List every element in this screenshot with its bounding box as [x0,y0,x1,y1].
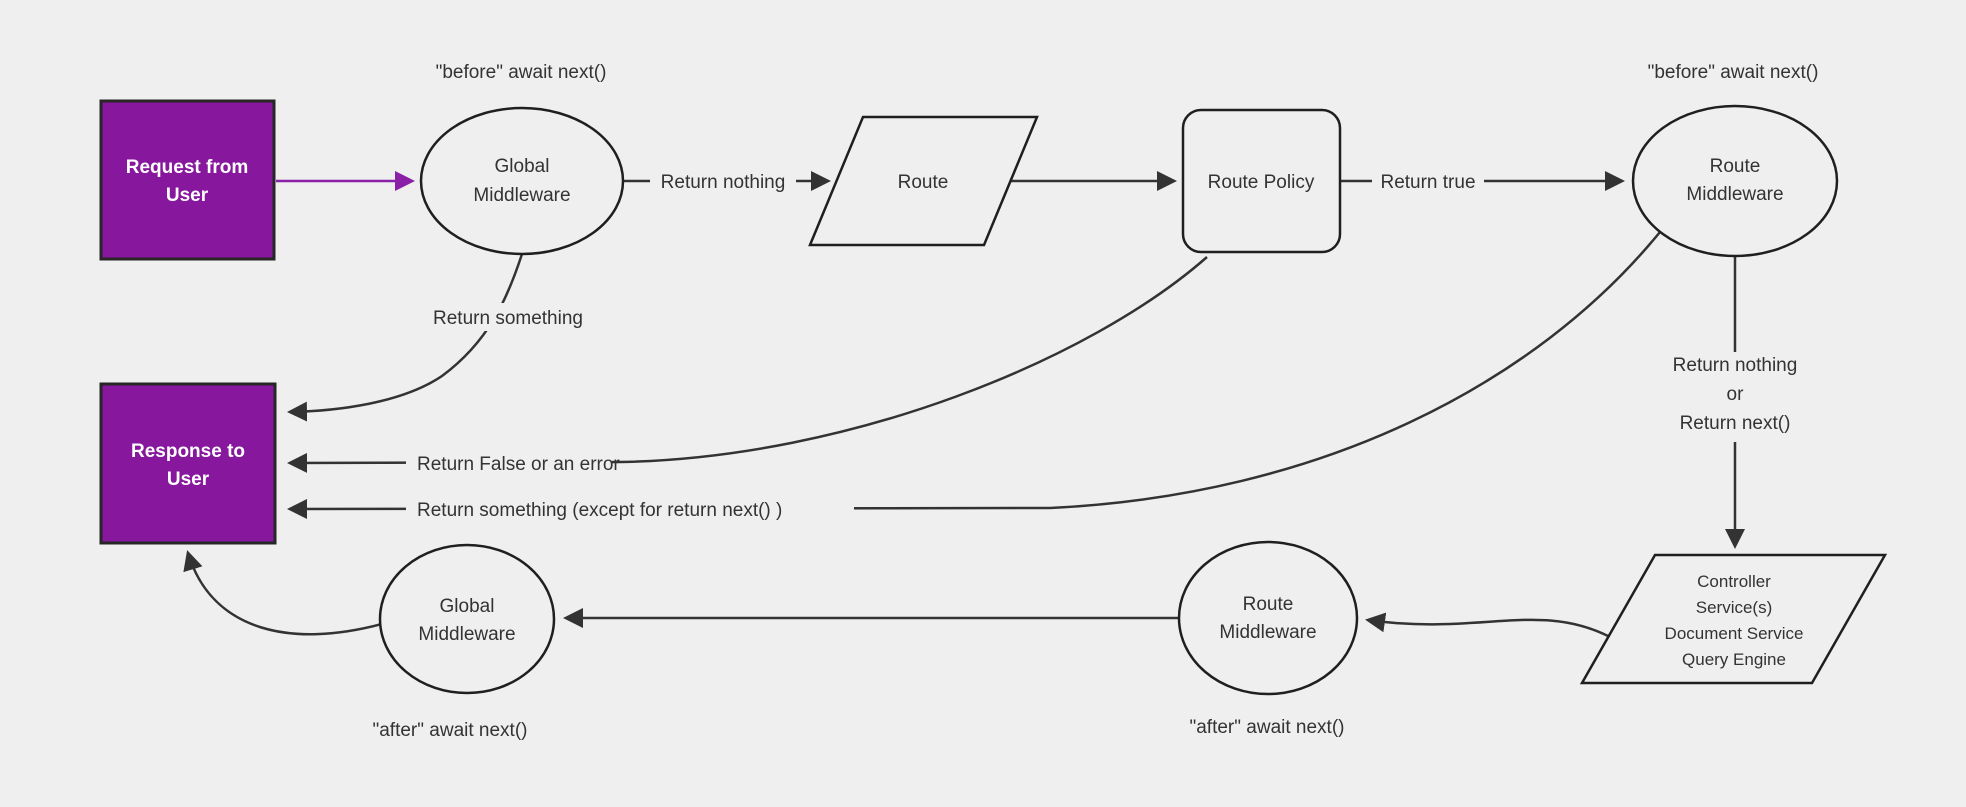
after-await-left-label: "after" await next() [373,720,528,741]
node-route-middleware-bottom: Route Middleware [1177,540,1359,696]
request-label-line2: User [166,185,209,206]
route-label: Route [898,172,949,193]
global-middleware-top-line2: Middleware [473,185,570,206]
return-nothing-label: Return nothing [661,172,786,193]
controller-parallelogram [1579,553,1888,685]
edge-label-return-nothing-or-next: Return nothing or Return next() [1656,352,1814,442]
edge-label-return-something: Return something [426,303,590,331]
label-bg [650,167,796,195]
return-nothing-or-line2: or [1727,384,1745,405]
route-policy-label: Route Policy [1208,172,1315,193]
return-something-except-label: Return something (except for return next… [417,500,782,521]
controller-line2: Service(s) [1696,598,1773,617]
edge-route-middleware-return-something-except [287,231,1661,519]
edge-label-return-true: Return true [1372,167,1484,195]
node-controller-services: Controller Service(s) Document Service Q… [1579,553,1888,685]
label-bg [406,496,854,523]
response-label-line1: Response to [131,441,245,462]
route-middleware-bottom-ellipse [1177,540,1359,696]
edge-global-middleware-return-something [287,253,524,422]
route-middleware-top-ellipse [1631,104,1839,258]
label-bg [426,303,590,331]
route-middleware-top-line2: Middleware [1686,184,1783,205]
return-true-label: Return true [1380,172,1475,193]
controller-line4: Query Engine [1682,650,1786,669]
route-parallelogram [808,115,1039,247]
global-middleware-bottom-line1: Global [440,596,495,617]
node-global-middleware-bottom: Global Middleware [378,543,556,695]
node-route-middleware-top: Route Middleware [1631,104,1839,258]
node-global-middleware-top: Global Middleware [419,106,625,256]
route-middleware-bottom-line1: Route [1243,594,1294,615]
edge-label-return-false: Return False or an error [406,450,620,477]
label-bg [406,450,612,477]
route-middleware-top-line1: Route [1710,156,1761,177]
global-middleware-bottom-line2: Middleware [418,624,515,645]
node-route: Route [808,115,1039,247]
response-label-line2: User [167,469,210,490]
return-something-label: Return something [433,308,583,329]
controller-line1: Controller [1697,572,1771,591]
label-bg [1372,167,1484,195]
edge-global-middleware-bottom-to-response [183,550,383,636]
edge-route-policy-return-false [287,256,1208,473]
global-middleware-top-line1: Global [495,156,550,177]
edge-controller-to-route-middleware-bottom [1365,612,1613,640]
request-box [99,99,276,261]
route-policy-box [1181,108,1342,254]
edge-label-return-nothing: Return nothing [650,167,796,195]
node-request-from-user: Request from User [99,99,276,261]
return-nothing-or-line1: Return nothing [1673,355,1798,376]
controller-line3: Document Service [1665,624,1804,643]
edge-label-return-something-except: Return something (except for return next… [406,496,854,523]
return-false-label: Return False or an error [417,454,620,475]
after-await-right-label: "after" await next() [1190,717,1345,738]
route-middleware-bottom-line2: Middleware [1219,622,1316,643]
label-bg [1656,352,1814,442]
response-box [99,382,277,545]
before-await-left-label: "before" await next() [436,62,607,83]
before-await-right-label: "before" await next() [1648,62,1819,83]
node-response-to-user: Response to User [99,382,277,545]
request-label-line1: Request from [126,157,248,178]
global-middleware-bottom-ellipse [378,543,556,695]
global-middleware-top-ellipse [419,106,625,256]
node-route-policy: Route Policy [1181,108,1342,254]
return-nothing-or-line3: Return next() [1680,413,1791,434]
